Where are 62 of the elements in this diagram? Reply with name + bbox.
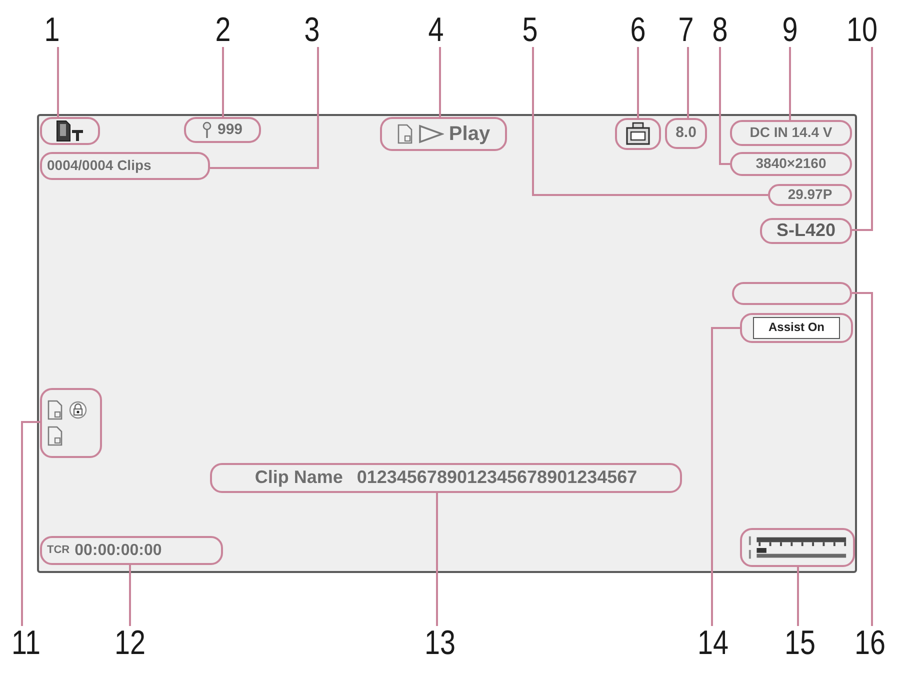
clip-name-label: Clip Name (254, 468, 343, 488)
highlight-frame (730, 120, 852, 146)
leader-line (852, 47, 873, 231)
timecode-prefix: TCR (47, 544, 70, 557)
callout-number: 4 (428, 13, 444, 47)
leader-line (852, 292, 873, 626)
leader-line (719, 47, 730, 165)
value-readout: 8.0 (676, 125, 696, 142)
highlight-frame (665, 118, 707, 149)
leader-line (57, 47, 59, 117)
callout-number: 9 (782, 13, 798, 47)
leader-line (797, 567, 799, 626)
clip-name: 0123456789012345678901234567 (356, 468, 638, 488)
callout-number: 5 (522, 13, 538, 47)
callout-number: 2 (215, 13, 231, 47)
callout-number: 10 (846, 13, 878, 47)
highlight-frame (732, 282, 852, 305)
resolution-readout: 3840×2160 (756, 156, 826, 172)
callout-number: 14 (698, 626, 728, 660)
callout-number: 15 (784, 626, 816, 660)
leader-line (210, 47, 319, 169)
highlight-frame (40, 117, 100, 145)
leader-line (222, 47, 224, 117)
highlight-frame (210, 463, 682, 493)
callout-number: 11 (12, 626, 40, 660)
leader-line (711, 327, 740, 626)
highlight-frame (184, 117, 261, 143)
callout-number: 1 (44, 13, 60, 47)
highlight-frame (615, 118, 661, 150)
callout-number: 16 (854, 626, 886, 660)
playback-mode: Play (448, 123, 490, 145)
highlight-frame (40, 152, 210, 180)
mode-label: S-L420 (776, 221, 836, 241)
highlight-frame (730, 152, 852, 176)
highlight-frame (740, 528, 855, 567)
callout-number: 13 (424, 626, 456, 660)
power-readout: DC IN 14.4 V (750, 125, 832, 141)
leader-line (532, 47, 768, 196)
leader-line (439, 47, 441, 117)
highlight-frame (40, 388, 102, 458)
timecode: 00:00:00:00 (74, 542, 162, 560)
leader-line (637, 47, 639, 118)
callout-number: 7 (678, 13, 694, 47)
callout-number: 6 (630, 13, 646, 47)
callout-number: 8 (712, 13, 728, 47)
frame-rate: 29.97P (788, 187, 832, 203)
screen-frame (37, 114, 857, 573)
clip-count: 0004/0004 Clips (47, 158, 152, 174)
callout-number: 12 (114, 626, 146, 660)
highlight-frame (760, 218, 852, 244)
leader-line (687, 47, 689, 118)
highlight-frame (768, 184, 852, 206)
leader-line (129, 565, 131, 626)
highlight-frame (40, 536, 223, 565)
highlight-frame (740, 313, 853, 343)
remaining-count: 999 (217, 122, 243, 138)
leader-line (789, 47, 791, 120)
leader-line (21, 421, 40, 626)
callout-number: 3 (304, 13, 320, 47)
leader-line (436, 493, 438, 626)
highlight-frame (380, 117, 507, 151)
assist-status: Assist On (753, 317, 840, 339)
